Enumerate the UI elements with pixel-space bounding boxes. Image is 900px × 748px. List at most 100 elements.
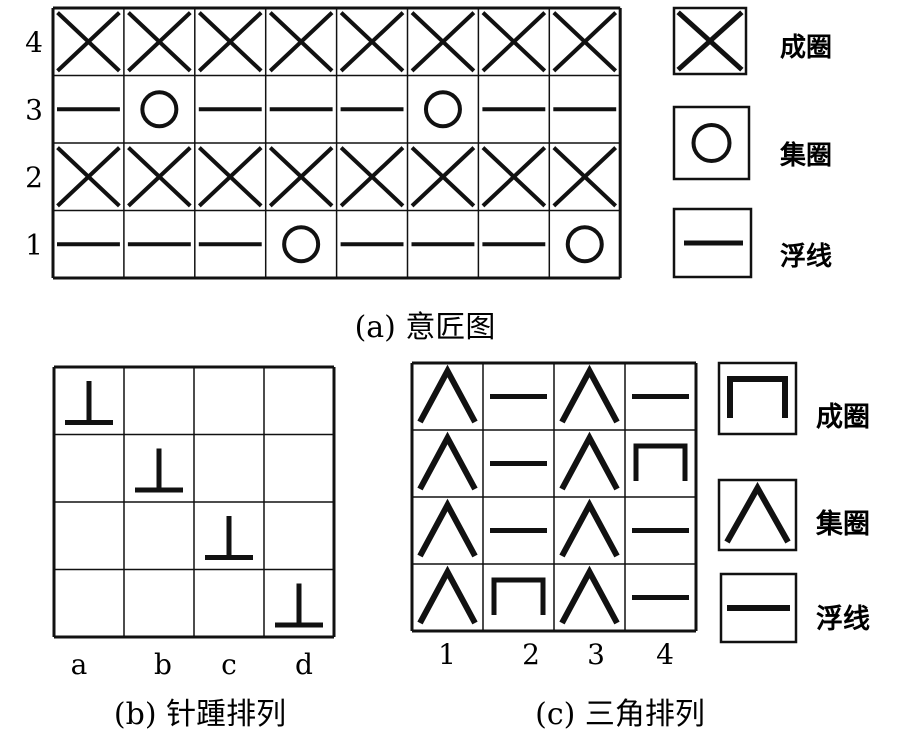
column-label: c (221, 648, 237, 681)
column-label: 2 (522, 638, 540, 671)
pattern-cell (410, 146, 476, 208)
knit-x-symbol (56, 146, 121, 208)
column-label: 3 (587, 638, 605, 671)
knit-x-symbol (410, 11, 476, 73)
knit-x-symbol (676, 10, 744, 72)
panel-b-caption: (b) 针踵排列 (114, 697, 286, 732)
knit-x-symbol (268, 146, 334, 208)
pattern-cell (56, 11, 121, 73)
pattern-cell (339, 146, 405, 208)
tuck-caret-symbol (417, 431, 478, 491)
tuck-circle-symbol (140, 90, 179, 129)
column-label: 4 (656, 638, 674, 671)
pattern-cell (339, 11, 405, 73)
knit-x-symbol (268, 11, 334, 73)
butt-symbol (65, 381, 113, 425)
pattern-cell (481, 11, 547, 73)
tuck-caret-symbol (724, 481, 791, 544)
knit-x-symbol (410, 146, 476, 208)
legend-box (672, 6, 748, 76)
panel-c-cam-arrangement: 1 2 3 4 (410, 361, 698, 671)
legend-box (672, 105, 751, 181)
knit-x-symbol (339, 146, 405, 208)
tuck-caret-symbol (559, 431, 620, 491)
knit-x-symbol (481, 146, 547, 208)
pattern-cell (282, 225, 321, 264)
cam-cell (559, 364, 620, 424)
panel-a-pattern-chart: 1 2 3 4 (25, 6, 622, 280)
butt-symbol (205, 516, 253, 560)
pattern-cell (127, 11, 192, 73)
legend-label: 成圈 (816, 402, 870, 433)
legend-item-float: 浮线 (672, 207, 832, 279)
legend-box (672, 207, 753, 279)
cam-cell (559, 431, 620, 491)
knit-x-symbol (552, 11, 618, 73)
row-number-label: 3 (25, 93, 43, 126)
tuck-circle-symbol (565, 225, 604, 264)
row-number-label: 1 (25, 228, 43, 261)
knit-bracket-symbol (727, 376, 788, 418)
cam-cell (491, 577, 546, 615)
knit-x-symbol (127, 146, 192, 208)
legend-item-knit: 成圈 (672, 6, 832, 76)
column-label: a (71, 648, 88, 681)
cam-cell (417, 565, 478, 625)
knit-x-symbol (56, 11, 121, 73)
pattern-cell (140, 90, 179, 129)
pattern-cell (197, 146, 263, 208)
tuck-caret-symbol (559, 565, 620, 625)
legend-item-tuck: 集圈 (672, 105, 832, 181)
legend-box (719, 572, 798, 644)
pattern-cell (197, 11, 263, 73)
legend-label: 集圈 (779, 140, 832, 171)
knit-x-symbol (481, 11, 547, 73)
knit-x-symbol (127, 11, 192, 73)
cam-cell (559, 565, 620, 625)
butt-symbol (275, 583, 323, 628)
knit-x-symbol (197, 146, 263, 208)
tuck-circle-symbol (282, 225, 321, 264)
pattern-cell (127, 146, 192, 208)
knit-bracket-symbol (633, 443, 688, 481)
cam-cell (417, 498, 478, 558)
tuck-caret-symbol (417, 498, 478, 558)
column-label: d (295, 648, 313, 681)
pattern-cell (552, 11, 618, 73)
cam-cell (417, 364, 478, 424)
legend-item-tuck: 集圈 (717, 478, 870, 552)
tuck-caret-symbol (417, 565, 478, 625)
tuck-circle-symbol (691, 123, 732, 163)
legend-label: 浮线 (816, 604, 870, 635)
legend-box (717, 361, 798, 436)
cam-cell (633, 443, 688, 481)
legend-item-float: 浮线 (719, 572, 870, 644)
tuck-caret-symbol (559, 364, 620, 424)
pattern-cell (481, 146, 547, 208)
cam-cell (559, 498, 620, 558)
tuck-caret-symbol (417, 364, 478, 424)
row-number-label: 2 (25, 161, 43, 194)
pattern-cell (56, 146, 121, 208)
pattern-cell (423, 90, 462, 129)
legend-label: 成圈 (780, 33, 832, 63)
pattern-cell (268, 11, 334, 73)
butt-symbol (135, 448, 183, 493)
knit-bracket-symbol (491, 577, 546, 615)
pattern-cell (552, 146, 618, 208)
legend-label: 浮线 (780, 242, 832, 272)
pattern-cell (268, 146, 334, 208)
tuck-circle-symbol (423, 90, 462, 129)
tuck-caret-symbol (559, 498, 620, 558)
legend-label: 集圈 (815, 508, 870, 540)
cam-cell (417, 431, 478, 491)
pattern-cell (565, 225, 604, 264)
legend-box (717, 478, 798, 552)
pattern-cell (410, 11, 476, 73)
column-label: b (154, 648, 172, 681)
column-label: 1 (438, 638, 456, 671)
knit-x-symbol (339, 11, 405, 73)
row-number-label: 4 (25, 26, 43, 59)
